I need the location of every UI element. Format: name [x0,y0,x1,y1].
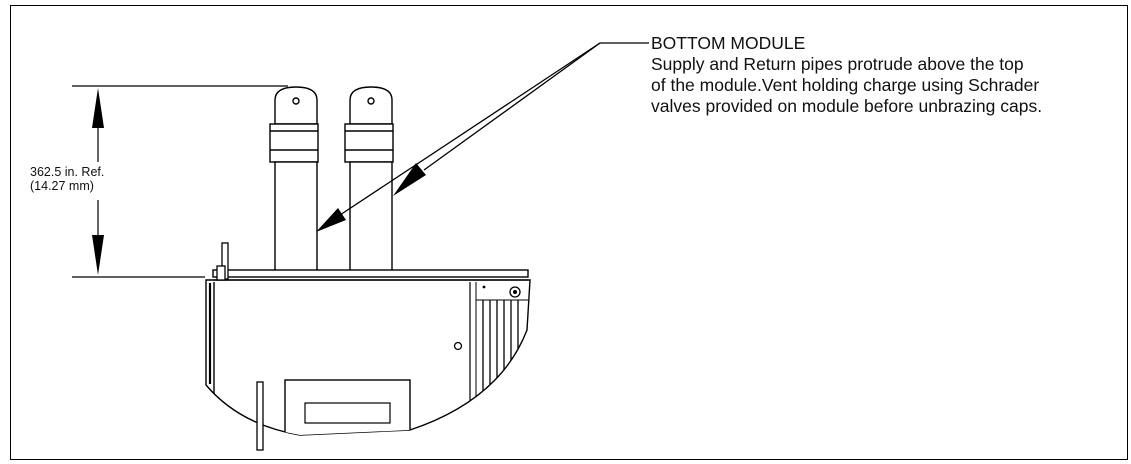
dimension-lines [72,85,288,278]
callout-note: BOTTOM MODULE Supply and Return pipes pr… [651,33,1042,117]
dimension-alt-value: (14.27 mm) [30,179,94,193]
leader-arrow-return [393,163,426,196]
dimension-label: 362.5 in. Ref. (14.27 mm) [30,165,104,193]
callout-title: BOTTOM MODULE [651,33,806,53]
top-plate [212,269,529,281]
callout-line-2: of the module.Vent holding charge using … [651,75,1040,95]
leader-arrow-supply [316,208,346,232]
return-pipe [344,86,394,273]
module-fastener [453,341,463,351]
bottom-module [205,279,531,436]
drain-rod [256,381,264,451]
dimension-value: 362.5 in. Ref. [30,165,105,179]
callout-line-3: valves provided on module before unbrazi… [651,96,1043,116]
callout-leaders [339,42,649,216]
dimension-arrow-up [92,88,104,128]
mounting-bracket [216,242,229,281]
callout-line-1: Supply and Return pipes protrude above t… [651,54,1024,74]
supply-pipe [269,86,319,273]
diagram-frame [10,5,1128,460]
dimension-arrow-down [92,235,104,275]
